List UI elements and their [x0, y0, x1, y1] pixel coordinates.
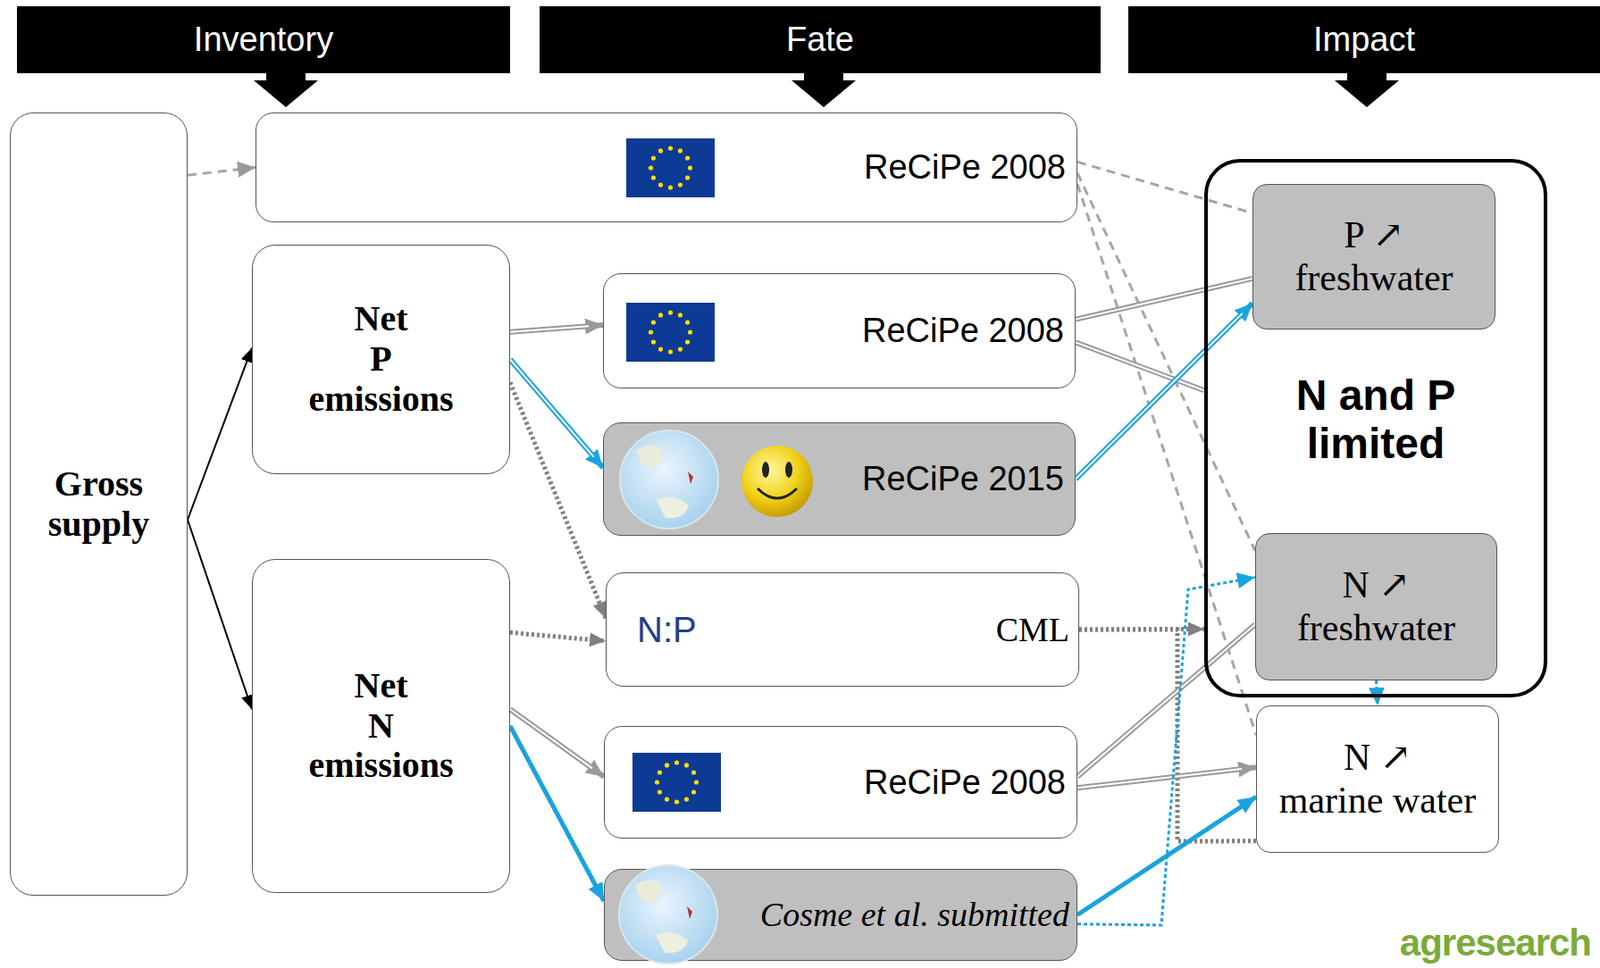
connector — [1079, 629, 1257, 842]
connector-line — [1075, 313, 1243, 480]
header-arrowhead — [1334, 73, 1399, 108]
connector-line — [1075, 342, 1205, 391]
model-box: ReCiPe 2008 — [603, 273, 1076, 389]
connector-line — [510, 325, 604, 333]
connector-line — [510, 326, 589, 333]
group-box: N and P limited P ↗ freshwater N ↗ freshwa… — [1204, 159, 1548, 698]
connector — [510, 382, 606, 619]
eu-flag-icon — [626, 138, 715, 198]
model-box: Cosme et al. submitted — [603, 869, 1078, 962]
node-text: N ↗ marine water — [1279, 737, 1476, 821]
connector-line — [1077, 578, 1256, 927]
connector-line — [1376, 680, 1379, 706]
connector — [187, 167, 256, 176]
connector-line — [1077, 767, 1257, 788]
connector-line — [1075, 342, 1205, 391]
connector — [1075, 303, 1253, 480]
connector-line — [1079, 629, 1257, 842]
impact-box: N ↗ freshwater — [1255, 533, 1498, 681]
connector — [1077, 184, 1257, 736]
connector-line — [187, 519, 252, 710]
connector-line — [1075, 303, 1253, 480]
node-text: Gross supply — [48, 464, 150, 545]
node-text: ReCiPe 2008 — [863, 763, 1066, 803]
connector — [1075, 278, 1253, 320]
connector — [187, 348, 252, 520]
node-text: Inventory — [193, 20, 334, 59]
connector-line — [1077, 624, 1256, 777]
connector — [1376, 680, 1379, 706]
node-text: Net P emissions — [308, 299, 453, 419]
model-box: ReCiPe 2015 — [603, 422, 1076, 537]
header-band: Fate — [539, 6, 1101, 74]
header-band: Impact — [1128, 6, 1600, 74]
eu-flag-icon — [626, 302, 715, 362]
model-box: ReCiPe 2008 — [603, 726, 1078, 839]
node-text: Fate — [786, 20, 855, 59]
connector — [1077, 624, 1256, 777]
connector — [1077, 161, 1253, 213]
globe-icon — [619, 865, 718, 964]
node-text: Impact — [1313, 20, 1416, 59]
node-text: ReCiPe 2008 — [862, 311, 1064, 351]
connector-line — [1077, 161, 1253, 213]
source-box: Gross supply — [9, 112, 188, 897]
connector — [510, 726, 604, 902]
connector-line — [510, 632, 606, 642]
connector-line — [1075, 278, 1253, 320]
model-box: ReCiPe 2008 — [255, 112, 1078, 223]
connector — [1077, 578, 1256, 927]
node-text: N and P limited — [1296, 371, 1457, 469]
smiley-icon — [741, 445, 813, 518]
node-text: Net N emissions — [308, 666, 453, 787]
impact-box: N ↗ marine water — [1256, 705, 1500, 854]
connector-line — [1075, 278, 1253, 320]
globe-icon — [619, 430, 719, 529]
connector — [1077, 173, 1256, 552]
connector — [510, 709, 604, 777]
logo-watermark: agresearch — [1399, 921, 1592, 965]
connector — [510, 325, 604, 333]
connector-line — [1077, 769, 1242, 788]
node-text: N ↗ freshwater — [1297, 564, 1456, 649]
connector-line — [1077, 624, 1256, 777]
eu-flag-icon — [632, 753, 721, 813]
header-band: Inventory — [16, 6, 511, 74]
connector — [1075, 342, 1205, 391]
impact-box: P ↗ freshwater — [1252, 184, 1496, 330]
connector — [1077, 767, 1257, 788]
node-text: CML — [996, 611, 1070, 650]
connector — [510, 632, 606, 642]
connector-line — [510, 709, 593, 769]
connector-line — [1077, 173, 1256, 552]
node-text: ReCiPe 2008 — [863, 148, 1066, 187]
connector-line — [187, 167, 256, 176]
connector — [187, 519, 252, 710]
node-text: ReCiPe 2015 — [862, 460, 1064, 499]
emission-box: Net P emissions — [251, 244, 511, 475]
node-text: N:P — [636, 610, 697, 651]
connector-line — [187, 348, 252, 520]
node-text: P ↗ freshwater — [1294, 214, 1453, 299]
emission-box: Net N emissions — [251, 559, 511, 894]
connector-line — [1077, 184, 1257, 736]
connector-line — [510, 382, 606, 619]
connector-line — [510, 709, 604, 777]
model-box: N:P CML — [605, 572, 1080, 687]
header-arrowhead — [253, 73, 319, 108]
node-text: Cosme et al. submitted — [760, 896, 1070, 935]
connector-line — [510, 726, 604, 902]
header-arrowhead — [791, 73, 856, 108]
